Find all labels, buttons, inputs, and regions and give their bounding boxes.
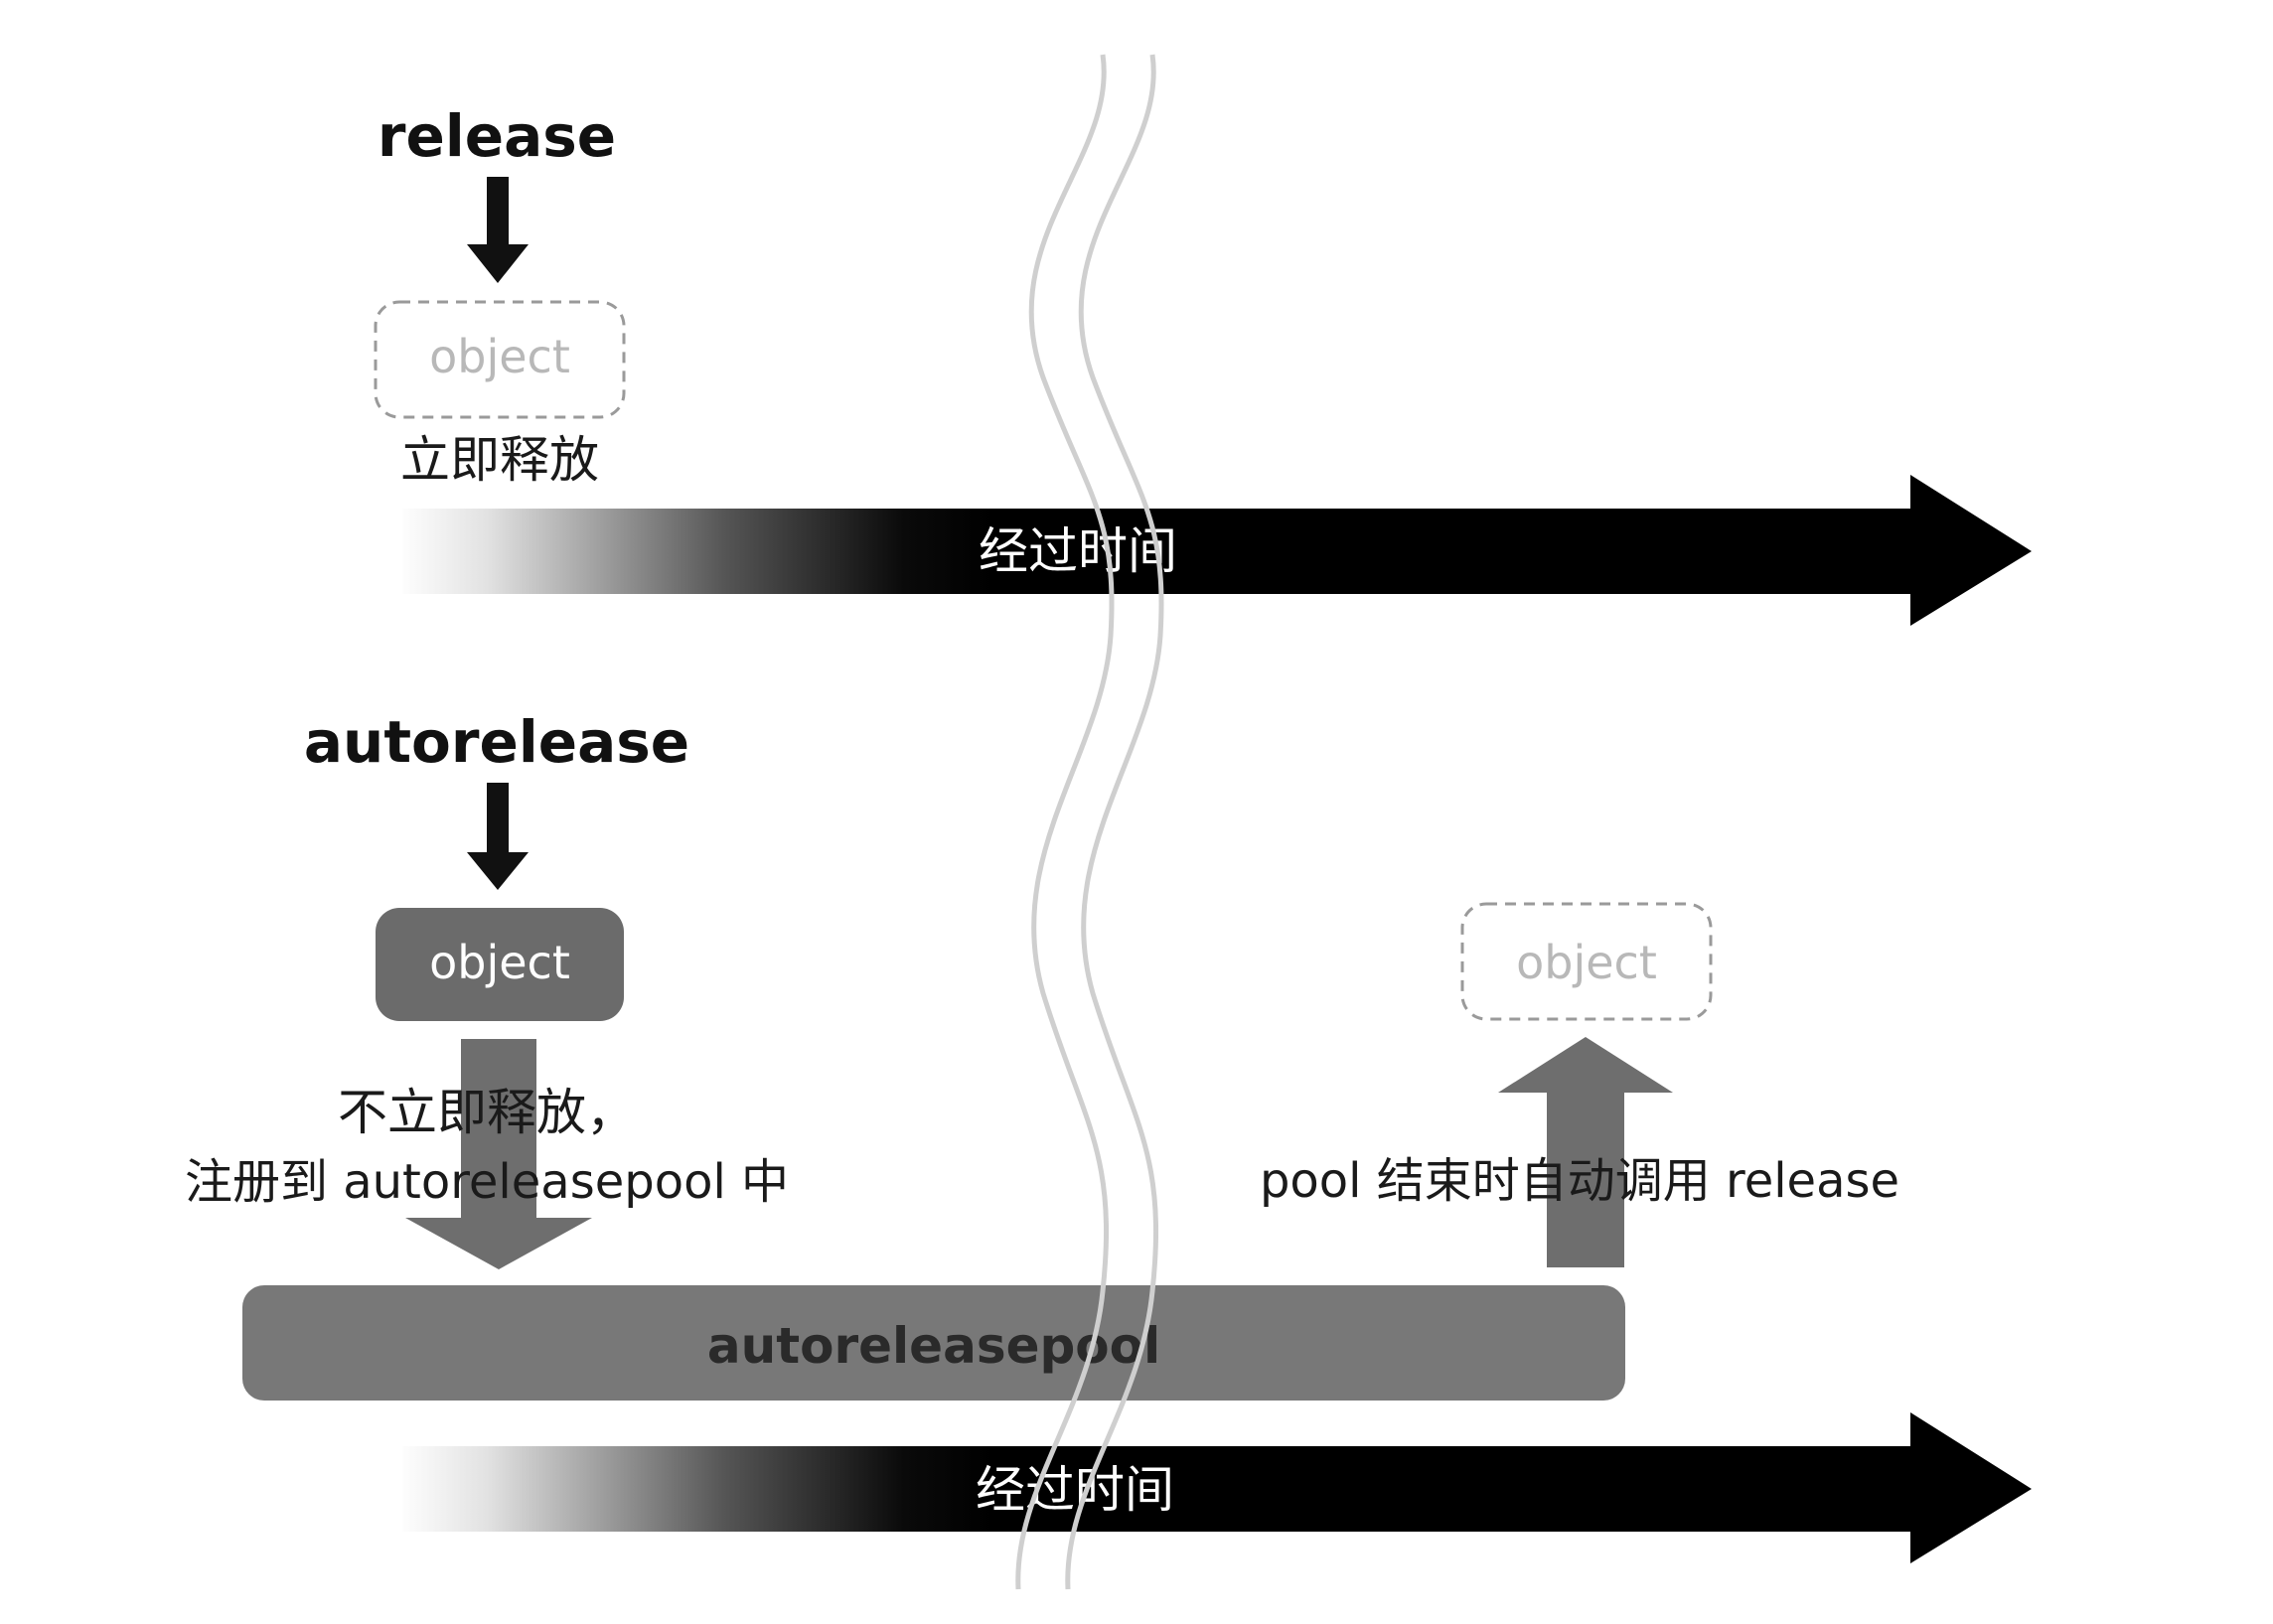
time-break-lines — [1015, 54, 1164, 1590]
autoreleased-object: object — [376, 908, 624, 1021]
autoreleased-object-label: object — [429, 936, 570, 989]
autoreleasepool-bar: autoreleasepool — [242, 1285, 1625, 1401]
register-caption-line1: 不立即释放， — [338, 1084, 636, 1141]
release-label: release — [378, 102, 616, 170]
autorelease-label: autorelease — [304, 708, 689, 776]
release-section: release object 立即释放 经过时间 — [374, 102, 2032, 626]
timeline-label-top: 经过时间 — [979, 522, 1177, 580]
register-caption-line2: 注册到 autoreleasepool 中 — [185, 1154, 789, 1210]
release-caption: 立即释放 — [400, 431, 599, 489]
pool-release-up-arrow — [1498, 1037, 1673, 1267]
autorelease-down-arrow — [467, 783, 529, 890]
released-object-label: object — [429, 330, 570, 383]
autorelease-section: autorelease object 不立即释放， 注册到 autoreleas… — [185, 708, 2032, 1563]
pool-release-caption: pool 结束时自动调用 release — [1260, 1153, 1899, 1209]
register-to-pool-arrow — [405, 1039, 592, 1269]
release-down-arrow — [467, 177, 529, 283]
timeline-arrow-bottom: 经过时间 — [402, 1412, 2032, 1563]
pool-released-object-ghost: object — [1460, 902, 1713, 1021]
released-object-ghost: object — [374, 300, 626, 419]
timeline-label-bottom: 经过时间 — [976, 1461, 1174, 1519]
timeline-arrow-top: 经过时间 — [402, 475, 2032, 626]
pool-released-object-label: object — [1516, 936, 1657, 989]
